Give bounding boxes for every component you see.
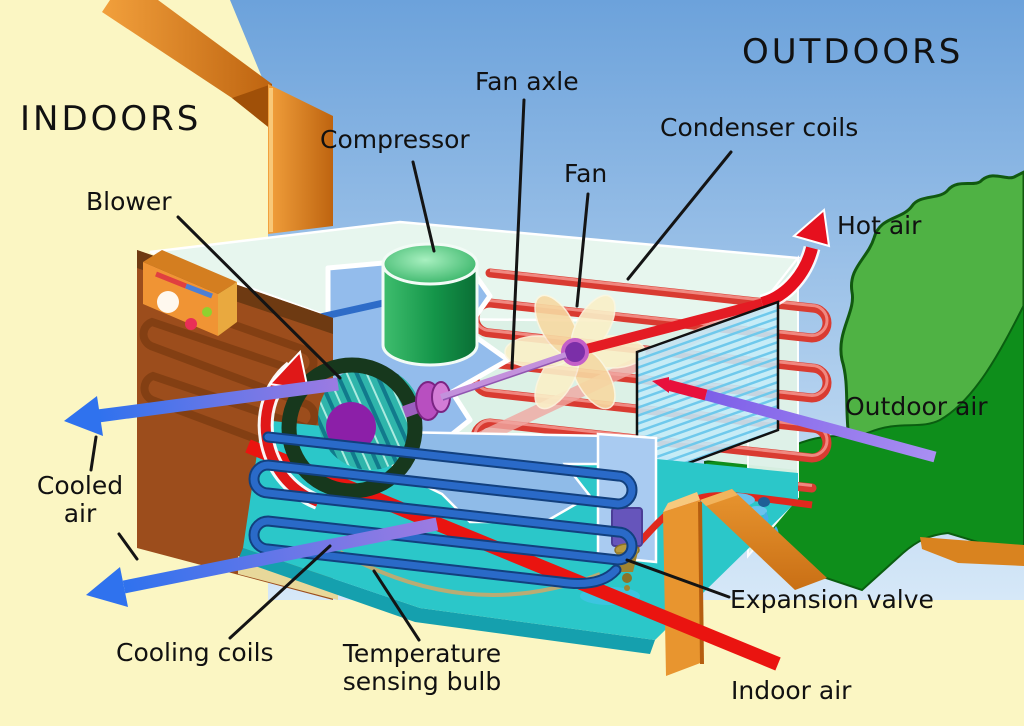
leader-lines	[89, 98, 733, 642]
cooling-coils	[248, 431, 638, 589]
outdoor-air-arrow	[652, 377, 937, 463]
leader-expansion-valve	[625, 558, 731, 599]
fan-hub	[561, 338, 589, 366]
label-condenser-coils: Condenser coils	[660, 113, 859, 142]
slider-red	[155, 271, 187, 289]
label-fan-axle: Fan axle	[475, 67, 579, 96]
leader-fan	[575, 192, 590, 308]
compressor	[381, 242, 479, 367]
blower	[281, 357, 451, 499]
leader-fan-axle	[510, 98, 526, 370]
area-label-outdoors: OUTDOORS	[742, 32, 964, 72]
indicator-red	[185, 318, 197, 330]
cooled-air-arrow-lower	[86, 517, 439, 607]
leader-cooled-air-upper	[89, 435, 98, 472]
label-cooling-coils: Cooling coils	[116, 638, 274, 667]
label-cooled-air: Cooled air	[36, 471, 124, 528]
label-hot-air: Hot air	[837, 211, 922, 240]
label-indoor-air: Indoor air	[731, 676, 852, 705]
label-outdoor-air: Outdoor air	[845, 392, 988, 421]
label-blower: Blower	[86, 187, 172, 216]
slider-blue	[185, 283, 213, 299]
label-temperature-sensing-bulb: Temperature sensing bulb	[342, 639, 502, 696]
leader-temp-bulb	[372, 569, 421, 642]
control-panel	[143, 250, 237, 336]
fan-axle	[440, 352, 567, 401]
area-label-indoors: INDOORS	[20, 99, 202, 139]
leader-cooled-air-lower	[117, 532, 139, 561]
hot-flow-core	[573, 298, 766, 357]
leader-condenser	[626, 150, 733, 281]
leader-cooling-coils	[228, 544, 332, 640]
label-fan: Fan	[564, 159, 608, 188]
label-expansion-valve: Expansion valve	[730, 585, 934, 614]
cooled-air-arrow-upper	[64, 377, 339, 436]
leader-compressor	[411, 160, 436, 253]
indicator-green	[202, 307, 212, 317]
knob	[157, 291, 179, 313]
hot-air-arrow	[759, 208, 831, 312]
label-compressor: Compressor	[320, 125, 470, 154]
wall	[102, 0, 333, 234]
leader-blower	[176, 215, 342, 380]
